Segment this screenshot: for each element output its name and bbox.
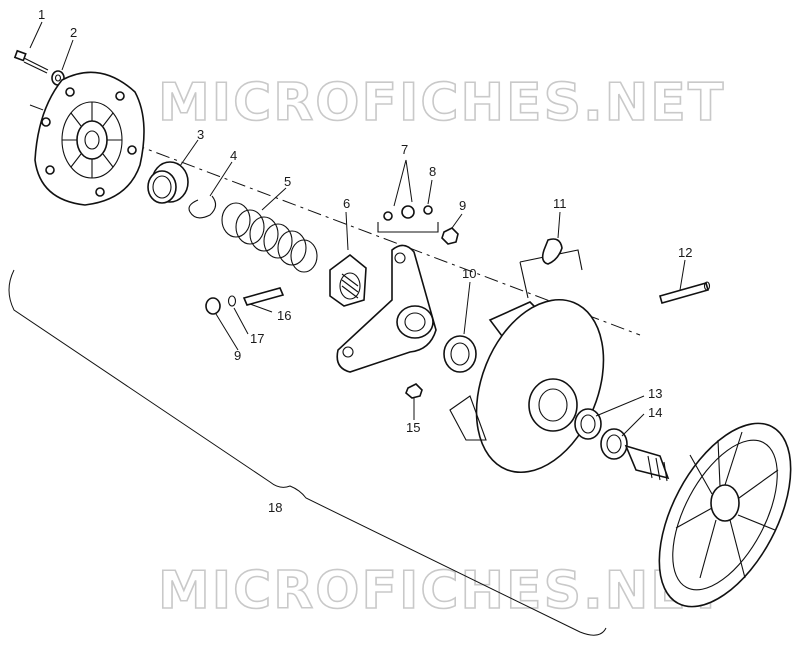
part-o-ring (227, 295, 237, 307)
callout-6: 6 (343, 196, 350, 211)
part-roller-kit (377, 205, 439, 233)
part-bolt (13, 49, 49, 74)
part-cap-lower (205, 297, 221, 315)
watermark-bottom: MICROFICHES.NET (158, 561, 725, 621)
part-clip (519, 238, 583, 299)
part-snap-ring (188, 195, 217, 219)
part-cover-plate (34, 71, 145, 206)
callout-14: 14 (648, 405, 662, 420)
part-nut-15 (405, 383, 423, 399)
part-moveable-sheave (449, 298, 605, 474)
callout-10: 10 (462, 266, 476, 281)
part-cam (329, 253, 367, 307)
part-bushing-13 (574, 408, 602, 440)
part-nut-upper (441, 227, 459, 245)
callout-15: 15 (406, 420, 420, 435)
callout-18: 18 (268, 500, 282, 515)
callout-5: 5 (284, 174, 291, 189)
callout-7: 7 (401, 142, 408, 157)
part-bushing-14 (600, 428, 628, 460)
callout-12: 12 (678, 245, 692, 260)
part-shaft-pin (242, 287, 285, 306)
callout-8: 8 (429, 164, 436, 179)
callout-2: 2 (70, 25, 77, 40)
callout-1: 1 (38, 7, 45, 22)
callout-9-upper: 9 (459, 198, 466, 213)
callout-4: 4 (230, 148, 237, 163)
part-pin (659, 281, 711, 304)
callout-11: 11 (553, 196, 567, 211)
part-spring (221, 202, 318, 273)
leader-lines (29, 21, 686, 437)
assembly-bracket (8, 269, 607, 636)
part-roller-arm (336, 244, 437, 373)
part-thrust-washer (443, 335, 477, 373)
callout-16: 16 (277, 308, 291, 323)
callout-13: 13 (648, 386, 662, 401)
callout-17: 17 (250, 331, 264, 346)
callout-3: 3 (197, 127, 204, 142)
callout-9-lower: 9 (234, 348, 241, 363)
callout-labels: 1 2 3 4 5 6 7 8 9 9 10 11 12 13 14 15 16… (38, 7, 692, 515)
part-fixed-sheave (624, 422, 792, 608)
part-bushing (147, 161, 189, 204)
watermark-top: MICROFICHES.NET (158, 73, 725, 133)
